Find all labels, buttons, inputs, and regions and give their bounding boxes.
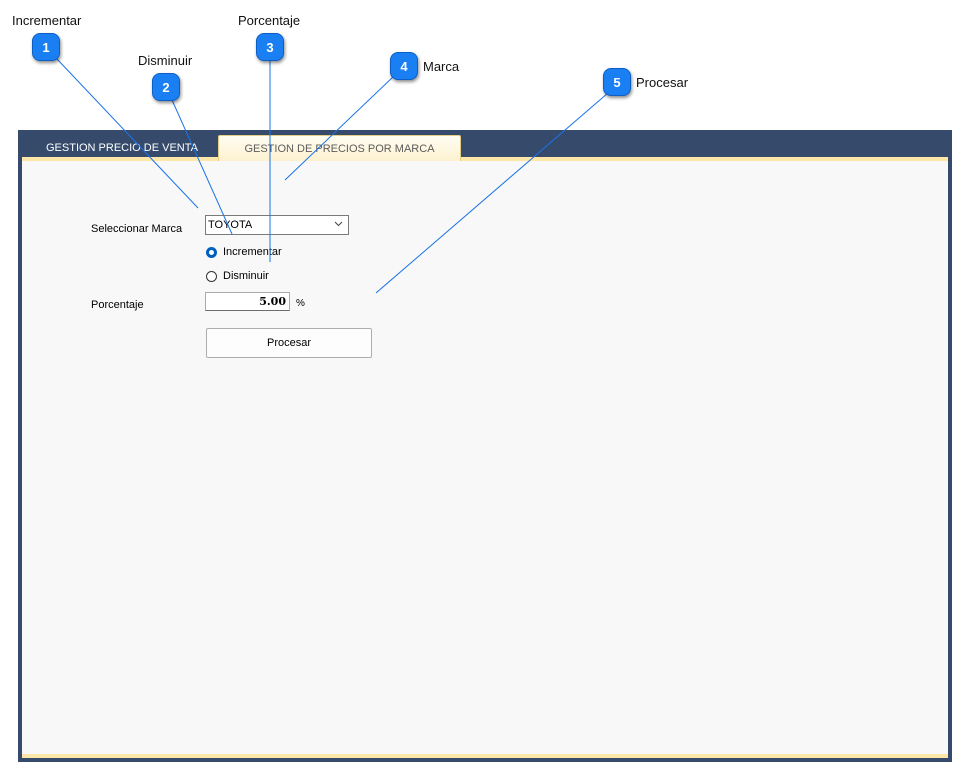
tab-gestion-precios-marca[interactable]: GESTION DE PRECIOS POR MARCA [218, 135, 461, 161]
chevron-down-icon [334, 219, 343, 230]
callout-label-incrementar: Incrementar [12, 13, 82, 28]
porcentaje-unit: % [296, 298, 305, 309]
disminuir-label: Disminuir [223, 270, 269, 282]
marca-dropdown-value: TOYOTA [208, 219, 253, 231]
callout-badge-5: 5 [603, 68, 631, 96]
app-window: GESTION PRECIO DE VENTA GESTION DE PRECI… [18, 130, 952, 762]
radio-checked-icon[interactable] [206, 246, 217, 258]
porcentaje-label: Porcentaje [91, 299, 144, 311]
radio-unchecked-icon[interactable] [206, 270, 217, 282]
callout-badge-2: 2 [152, 73, 180, 101]
marca-dropdown[interactable]: TOYOTA [205, 215, 349, 235]
callout-label-marca: Marca [423, 59, 460, 74]
procesar-button[interactable]: Procesar [206, 328, 372, 358]
incrementar-label: Incrementar [223, 246, 282, 258]
callout-label-procesar: Procesar [636, 75, 689, 90]
callout-badge-3: 3 [256, 33, 284, 61]
callout-badge-4: 4 [390, 52, 418, 80]
callout-label-porcentaje: Porcentaje [238, 13, 301, 28]
callout-badge-1: 1 [32, 33, 60, 61]
incrementar-option[interactable]: Incrementar [206, 246, 282, 258]
callout-label-disminuir: Disminuir [138, 53, 193, 68]
marca-label: Seleccionar Marca [91, 223, 183, 235]
disminuir-option[interactable]: Disminuir [206, 270, 269, 282]
porcentaje-input[interactable]: 5.00 [205, 292, 290, 311]
tab-content-panel: Seleccionar Marca TOYOTA Incrementar Dis… [22, 161, 948, 758]
